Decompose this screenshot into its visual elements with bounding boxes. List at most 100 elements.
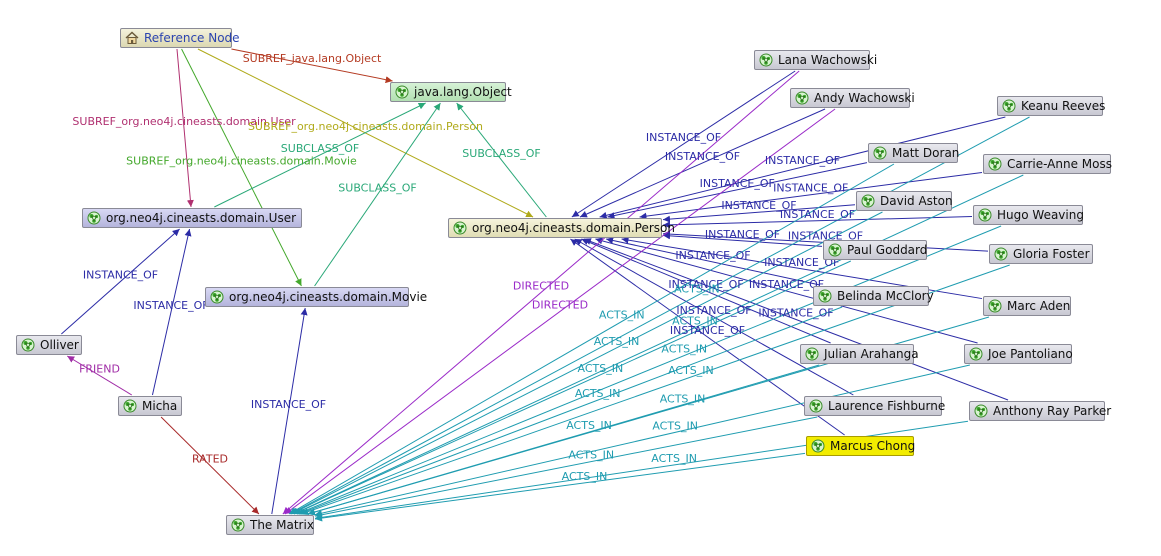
node-anthony[interactable]: Anthony Ray Parker	[969, 401, 1111, 421]
node-label: Marc Aden	[1007, 299, 1071, 313]
node-user[interactable]: org.neo4j.cineasts.domain.User	[82, 208, 302, 228]
node-icon	[453, 221, 467, 235]
node-label: Matt Doran	[892, 146, 960, 160]
edge-micha-matrix[interactable]	[160, 416, 260, 515]
node-laurence[interactable]: Laurence Fishburne	[804, 396, 945, 416]
edge-aston-person[interactable]	[662, 204, 856, 223]
edge-label-carrie-person: INSTANCE_OF	[773, 182, 848, 195]
edge-ref-user[interactable]	[176, 48, 194, 208]
node-label: Carrie-Anne Moss	[1007, 157, 1112, 171]
edge-keanu-matrix[interactable]	[290, 116, 1030, 515]
edge-keanu-person[interactable]	[599, 116, 1006, 219]
edge-lana-matrix[interactable]	[282, 70, 800, 515]
edge-label-anthony-person: INSTANCE_OF	[758, 307, 833, 320]
edge-ref-movie[interactable]	[181, 48, 302, 287]
edge-label-doran-person: INSTANCE_OF	[700, 177, 775, 190]
edge-micha-olliver[interactable]	[66, 355, 133, 396]
node-lana[interactable]: Lana Wachowski	[754, 50, 877, 70]
node-keanu[interactable]: Keanu Reeves	[997, 96, 1105, 116]
node-carrie[interactable]: Carrie-Anne Moss	[983, 154, 1112, 174]
node-icon	[795, 91, 809, 105]
node-marcus[interactable]: Marcus Chong	[806, 436, 916, 456]
edge-label-lana-matrix: DIRECTED	[513, 280, 569, 293]
node-olliver[interactable]: Olliver	[16, 335, 82, 355]
edge-joe-person[interactable]	[595, 237, 978, 344]
node-hugo[interactable]: Hugo Weaving	[973, 205, 1084, 225]
node-micha[interactable]: Micha	[118, 396, 182, 416]
edge-goddard-person[interactable]	[662, 232, 823, 247]
node-icon	[21, 338, 35, 352]
edge-label-aden-person: INSTANCE_OF	[764, 256, 839, 269]
edge-label-marcus-matrix: ACTS_IN	[562, 470, 608, 483]
edge-label-joe-person: INSTANCE_OF	[749, 278, 824, 291]
edge-label-keanu-person: INSTANCE_OF	[765, 154, 840, 167]
edge-movie-obj[interactable]	[314, 102, 441, 287]
edge-joe-matrix[interactable]	[314, 364, 970, 517]
edge-label-aston-matrix: ACTS_IN	[594, 335, 640, 348]
node-goddard[interactable]: Paul Goddard	[823, 240, 927, 260]
edge-belinda-person[interactable]	[606, 237, 820, 286]
node-label: Marcus Chong	[830, 439, 916, 453]
node-belinda[interactable]: Belinda McClory	[813, 286, 934, 306]
edge-label-ref-obj: SUBREF_java.lang.Object	[243, 52, 382, 65]
node-movie[interactable]: org.neo4j.cineasts.domain.Movie	[205, 287, 427, 307]
node-icon	[805, 347, 819, 361]
edge-olliver-user[interactable]	[61, 228, 180, 335]
edge-label-julian-person: INSTANCE_OF	[668, 278, 743, 291]
edge-label-andy-person: INSTANCE_OF	[665, 150, 740, 163]
edge-label-goddard-person: INSTANCE_OF	[705, 228, 780, 241]
edge-goddard-matrix[interactable]	[293, 260, 852, 515]
edge-hugo-person[interactable]	[662, 216, 973, 229]
node-label: Lana Wachowski	[778, 53, 878, 67]
edge-aston-matrix[interactable]	[291, 211, 883, 515]
node-label: java.lang.Object	[414, 85, 512, 99]
home-icon	[125, 31, 139, 45]
node-icon	[1002, 99, 1016, 113]
edge-carrie-person[interactable]	[639, 171, 983, 220]
node-aston[interactable]: David Aston	[856, 191, 953, 211]
edge-marcus-person[interactable]	[570, 238, 845, 436]
edge-julian-matrix[interactable]	[307, 364, 820, 516]
edge-lana-person[interactable]	[571, 70, 796, 218]
edge-doran-person[interactable]	[607, 162, 868, 219]
edge-ref-obj[interactable]	[231, 48, 393, 84]
edge-belinda-matrix[interactable]	[298, 306, 843, 515]
node-aden[interactable]: Marc Aden	[983, 296, 1071, 316]
node-ref[interactable]: Reference Node	[120, 28, 240, 48]
node-gloria[interactable]: Gloria Foster	[989, 244, 1093, 264]
edge-label-hugo-person: INSTANCE_OF	[780, 208, 855, 221]
edge-carrie-matrix[interactable]	[293, 174, 1024, 515]
node-person[interactable]: org.neo4j.cineasts.domain.Person	[448, 218, 675, 238]
node-andy[interactable]: Andy Wachowski	[790, 88, 915, 108]
edge-andy-matrix[interactable]	[284, 108, 836, 515]
edge-anthony-person[interactable]	[583, 238, 1009, 401]
edge-matrix-movie[interactable]	[271, 307, 308, 515]
node-icon	[231, 518, 245, 532]
edge-label-doran-matrix: ACTS_IN	[599, 309, 645, 322]
edge-label-user-obj: SUBCLASS_OF	[281, 142, 359, 155]
node-label: Hugo Weaving	[997, 208, 1084, 222]
edge-label-ref-movie: SUBREF_org.neo4j.cineasts.domain.Movie	[126, 155, 357, 168]
edge-label-goddard-matrix: ACTS_IN	[577, 362, 623, 375]
node-label: Belinda McClory	[837, 289, 934, 303]
edge-label-laurence-matrix: ACTS_IN	[568, 449, 614, 462]
edge-doran-matrix[interactable]	[288, 163, 895, 515]
edge-label-julian-matrix: ACTS_IN	[566, 419, 612, 432]
edge-hugo-matrix[interactable]	[296, 225, 1002, 515]
node-julian[interactable]: Julian Arahanga	[800, 344, 919, 364]
edge-micha-user[interactable]	[151, 228, 192, 396]
edge-user-obj[interactable]	[214, 102, 426, 208]
edge-andy-person[interactable]	[579, 108, 826, 218]
node-doran[interactable]: Matt Doran	[868, 143, 960, 163]
edge-label-matrix-movie: INSTANCE_OF	[251, 398, 326, 411]
edge-person-obj[interactable]	[456, 102, 547, 218]
edge-label-movie-obj: SUBCLASS_OF	[338, 182, 416, 195]
edge-label-belinda-matrix: ACTS_IN	[575, 387, 621, 400]
node-obj[interactable]: java.lang.Object	[390, 82, 512, 102]
edge-marcus-matrix[interactable]	[314, 452, 806, 522]
edge-gloria-matrix[interactable]	[301, 264, 1010, 515]
node-matrix[interactable]: The Matrix	[226, 515, 314, 535]
node-joe[interactable]: Joe Pantoliano	[964, 344, 1073, 364]
edge-laurence-matrix[interactable]	[314, 416, 818, 519]
edge-label-micha-matrix: RATED	[192, 453, 228, 466]
